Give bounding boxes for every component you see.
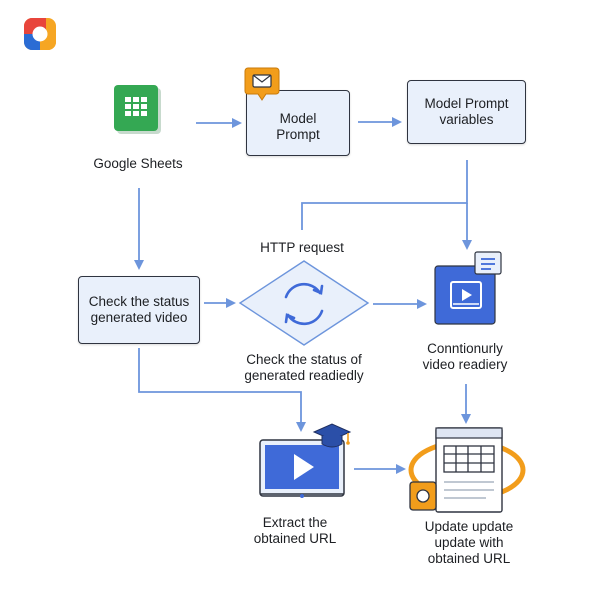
logo-icon: [24, 18, 56, 50]
check-status-box: Check the status generated video: [78, 276, 200, 344]
continuously-label: Conntionurly video readiery: [400, 341, 530, 373]
sync-icon: [284, 282, 324, 326]
update-line3: obtained URL: [427, 551, 511, 566]
table-window-icon: [408, 427, 526, 513]
image-icon: [409, 481, 437, 511]
status-check-diamond: [238, 260, 370, 346]
model-prompt-variables-box: Model Prompt variables: [407, 80, 526, 144]
continuously-line1: Conntionurly: [427, 341, 503, 356]
extract-label: Extract the obtained URL: [240, 515, 350, 547]
check-status-box-line2: generated video: [90, 310, 188, 325]
model-prompt-variables-line1: Model Prompt: [424, 96, 509, 111]
document-icon: [474, 251, 502, 275]
extract-line1: Extract the: [262, 515, 328, 530]
monitor-play-icon: [259, 423, 352, 498]
spreadsheet-icon: [114, 85, 161, 134]
update-label: Update update update with obtained URL: [404, 519, 534, 567]
video-player-icon: [434, 251, 502, 325]
check-status-diamond-label: Check the status of generated readiedly: [226, 352, 382, 384]
check-status-box-line1: Check the status: [88, 294, 190, 309]
model-prompt-variables-line2: variables: [439, 112, 494, 127]
google-sheets-label: Google Sheets: [93, 156, 183, 171]
graduation-cap-icon: [312, 423, 352, 448]
extract-line2: obtained URL: [253, 531, 337, 546]
check-status-diamond-line2: generated readiedly: [244, 368, 364, 383]
update-line1: Update update: [424, 519, 514, 534]
check-status-diamond-line1: Check the status of: [246, 352, 362, 367]
email-icon: [244, 67, 280, 101]
model-prompt-line1: Model: [279, 111, 317, 126]
continuously-line2: video readiery: [422, 357, 508, 372]
update-line2: update with: [434, 535, 504, 550]
model-prompt-box: Model Prompt: [246, 90, 350, 156]
model-prompt-line2: Prompt: [276, 127, 320, 142]
http-request-label: HTTP request: [260, 240, 344, 255]
